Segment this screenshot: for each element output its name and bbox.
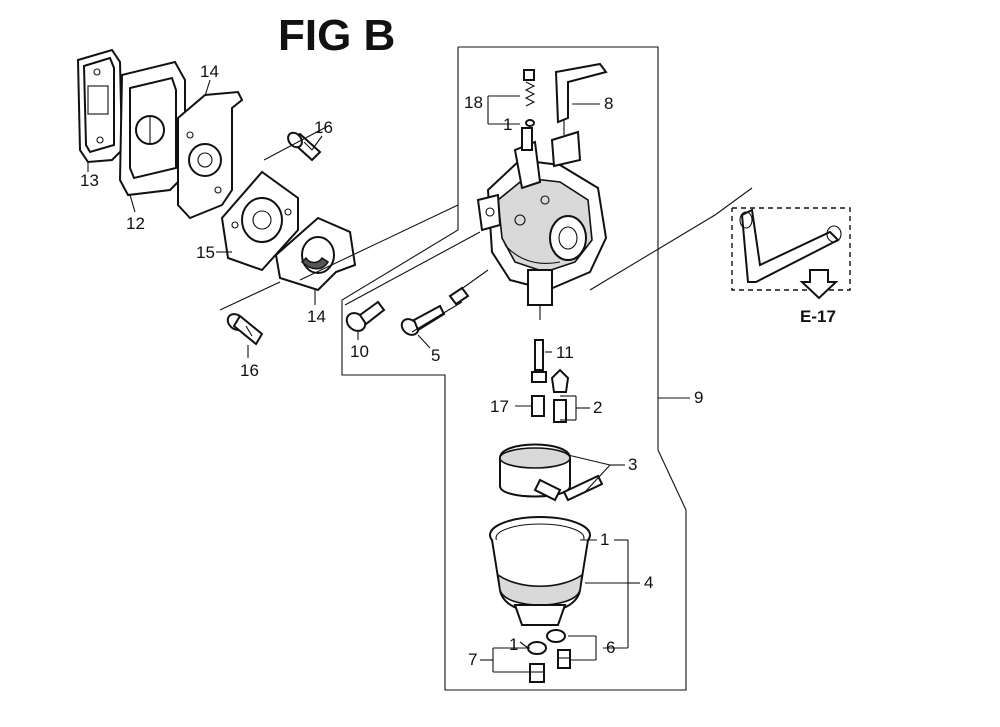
callout-15: 15 (196, 243, 215, 262)
figure-title: FIG B (278, 11, 395, 60)
float-3 (499, 443, 604, 502)
pilot-screw-18 (523, 69, 536, 127)
callout-1-upper: 1 (503, 115, 512, 134)
reference-label: E-17 (800, 307, 836, 326)
alignment-lines-left (219, 124, 459, 311)
choke-lever-8 (550, 62, 608, 168)
jet-17 (531, 395, 545, 417)
callout-18: 18 (464, 93, 483, 112)
callout-3: 3 (628, 455, 637, 474)
gasket-13 (76, 48, 124, 164)
fuel-tube (731, 207, 851, 291)
alignment-lines-middle (344, 231, 489, 333)
screw-16-upper (287, 131, 322, 162)
screw-assembly-5 (400, 286, 470, 336)
callout-12: 12 (126, 214, 145, 233)
down-arrow-icon (799, 269, 839, 300)
callout-11: 11 (556, 343, 574, 362)
callout-2: 2 (593, 398, 602, 417)
callout-10: 10 (350, 342, 369, 361)
callout-13: 13 (80, 171, 99, 190)
screw-10 (345, 300, 386, 332)
callout-8: 8 (604, 94, 613, 113)
callout-7: 7 (468, 650, 477, 669)
callout-9: 9 (694, 388, 703, 407)
carburetor-body (476, 127, 608, 320)
insulator-12 (118, 60, 186, 197)
callout-5: 5 (431, 346, 440, 365)
callout-14-lower: 14 (307, 307, 326, 326)
callout-14-upper: 14 (200, 62, 219, 81)
drain-screw-7 (527, 641, 547, 683)
screw-16-lower (226, 313, 264, 346)
callout-17: 17 (490, 397, 509, 416)
callout-16-lower: 16 (240, 361, 259, 380)
callout-leaders (87, 79, 690, 673)
assembly-boundary (341, 46, 687, 691)
callout-4: 4 (644, 573, 653, 592)
gasket-14-lower (274, 216, 357, 292)
callout-6: 6 (606, 638, 615, 657)
float-bowl-4 (489, 516, 591, 626)
gasket-14-upper (177, 90, 244, 220)
washer-6 (546, 629, 571, 669)
main-jet-11 (531, 339, 547, 383)
callout-1-middle: 1 (600, 530, 609, 549)
callout-1-lower: 1 (509, 635, 518, 654)
fuel-tube-leader (589, 187, 753, 291)
needle-assembly-2 (550, 368, 570, 423)
callout-16-upper: 16 (314, 118, 333, 137)
gasket-15 (220, 170, 299, 272)
